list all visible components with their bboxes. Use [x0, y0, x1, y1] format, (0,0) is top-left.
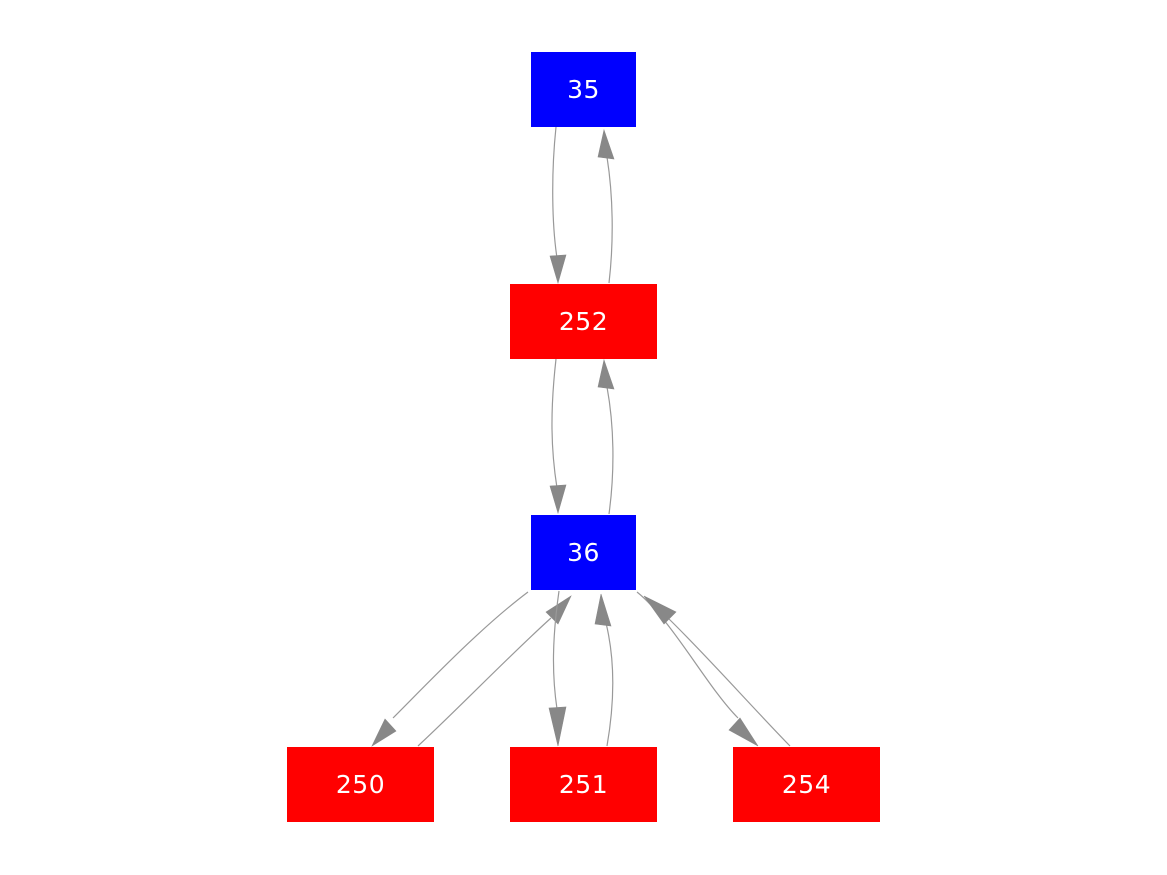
node-label: 36 — [567, 538, 600, 567]
edge-251-to-36 — [594, 593, 614, 747]
edge-line — [667, 617, 791, 747]
graph-node-251[interactable]: 251 — [510, 747, 657, 822]
edge-250-to-36 — [417, 595, 572, 747]
node-label: 252 — [558, 307, 609, 336]
node-label: 250 — [335, 770, 386, 799]
arrow-head-icon — [371, 718, 397, 747]
edge-line — [605, 622, 614, 747]
edge-line — [392, 591, 529, 719]
graph-node-252[interactable]: 252 — [510, 284, 657, 359]
edge-36-to-251 — [548, 590, 567, 747]
edge-line — [636, 591, 739, 719]
arrow-head-icon — [549, 254, 567, 285]
edge-line — [606, 156, 613, 284]
edge-line — [552, 126, 558, 259]
edge-line — [417, 617, 552, 747]
node-label: 251 — [558, 770, 609, 799]
arrow-head-icon — [597, 358, 615, 390]
graph-node-35[interactable]: 35 — [531, 52, 636, 127]
node-label: 35 — [567, 75, 600, 104]
edge-line — [551, 358, 558, 489]
edge-252-to-35 — [597, 128, 615, 284]
edge-36-to-254 — [636, 591, 759, 747]
arrow-head-icon — [548, 706, 567, 747]
arrow-head-icon — [545, 595, 572, 625]
arrow-head-icon — [549, 484, 567, 515]
graph-node-250[interactable]: 250 — [287, 747, 434, 822]
edge-line — [606, 386, 614, 515]
edge-36-to-252 — [597, 358, 615, 515]
node-label: 254 — [781, 770, 832, 799]
edge-35-to-252 — [549, 126, 567, 285]
edge-line — [552, 590, 560, 710]
edge-36-to-250 — [371, 591, 529, 747]
graph-node-36[interactable]: 36 — [531, 515, 636, 590]
edge-252-to-36 — [549, 358, 567, 515]
arrow-head-icon — [594, 593, 612, 627]
graph-node-254[interactable]: 254 — [733, 747, 880, 822]
arrow-head-icon — [597, 128, 615, 160]
arrow-head-icon — [728, 717, 759, 747]
arrow-head-icon — [643, 595, 677, 625]
edge-254-to-36 — [643, 595, 791, 747]
